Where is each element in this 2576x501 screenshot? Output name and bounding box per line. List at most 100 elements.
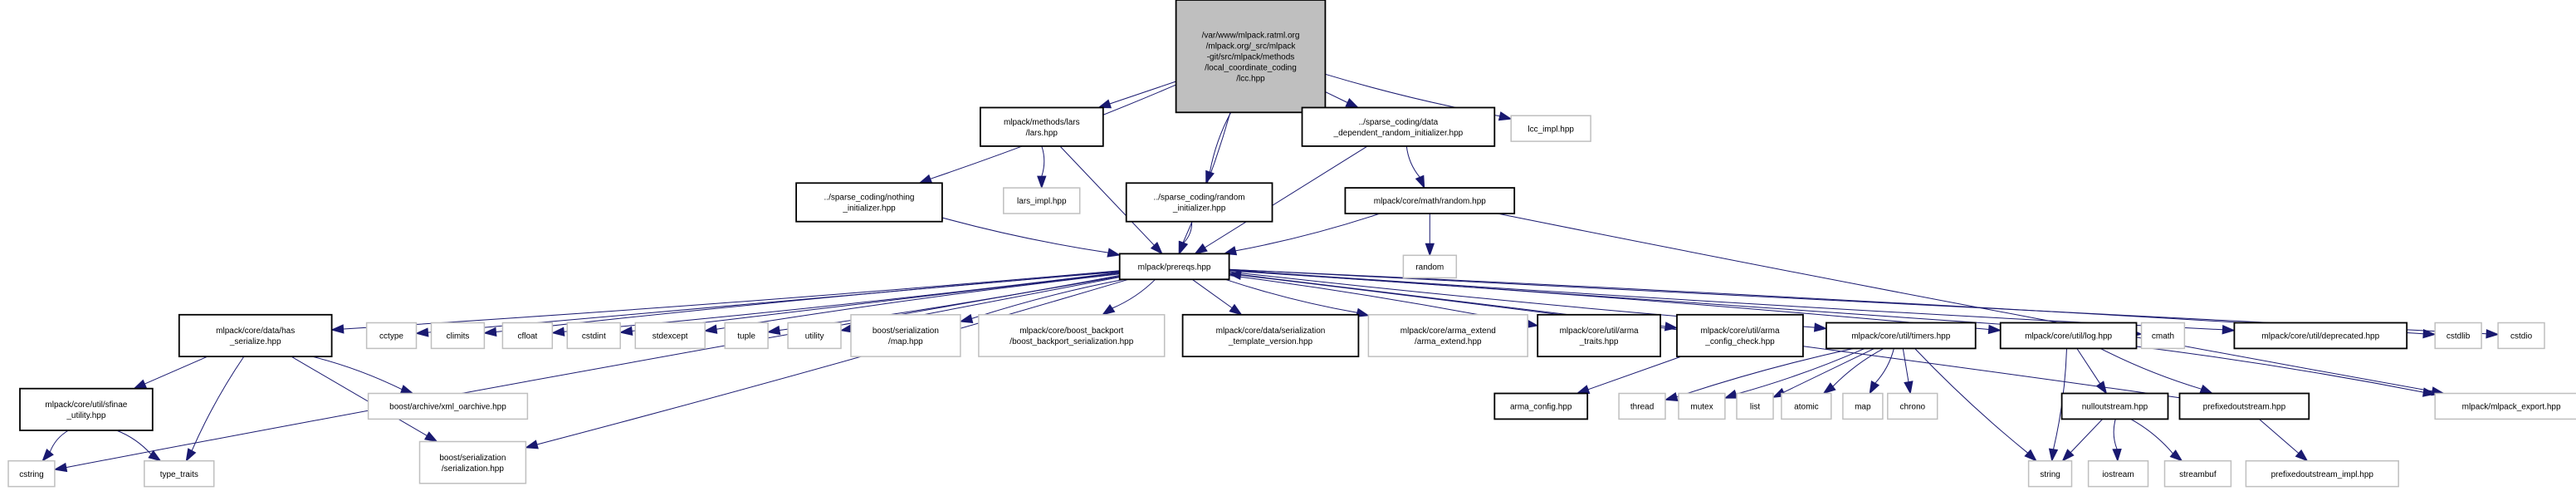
edge-line xyxy=(536,278,1129,445)
arrowhead-icon xyxy=(2295,449,2309,462)
edge-lars-to-prereqs xyxy=(1059,145,1163,255)
node-label: -git/src/mlpack/methods xyxy=(1207,52,1295,61)
node-box xyxy=(2087,459,2149,488)
arrowhead-icon xyxy=(703,324,718,334)
node-has-serialize[interactable]: mlpack/core/data/has_serialize.hpp xyxy=(178,313,333,357)
arrowhead-icon xyxy=(2061,449,2075,462)
node-root[interactable]: /var/www/mlpack.ratml.org/mlpack.org/_sr… xyxy=(1175,0,1327,114)
arrowhead-icon xyxy=(550,327,565,336)
node-label: cstdio xyxy=(2510,332,2533,341)
node-mlpack-export: mlpack/mlpack_export.hpp xyxy=(2434,392,2576,420)
node-label: /lcc.hpp xyxy=(1236,74,1265,83)
node-label: map xyxy=(1855,403,1871,412)
edge-root-to-ddr_init xyxy=(1325,91,1360,109)
node-box xyxy=(2434,392,2576,420)
node-label: mlpack/core/data/serialization xyxy=(1216,327,1326,336)
edge-timers-to-map xyxy=(1869,348,1894,395)
node-label: boost/serialization xyxy=(439,454,506,463)
nodes-layer: /var/www/mlpack.ratml.org/mlpack.org/_sr… xyxy=(7,0,2576,488)
node-box xyxy=(2245,459,2399,488)
node-label: climits xyxy=(447,332,470,341)
edge-line xyxy=(191,356,245,451)
arrowhead-icon xyxy=(1723,389,1738,399)
arrowhead-icon xyxy=(185,448,197,462)
node-label: /boost_backport_serialization.hpp xyxy=(1009,337,1133,346)
node-timers[interactable]: mlpack/core/util/timers.hpp xyxy=(1825,322,1977,350)
edge-line xyxy=(1405,145,1420,178)
arrowhead-icon xyxy=(133,379,148,390)
edge-sfinae-to-cstring xyxy=(42,430,69,462)
node-lars[interactable]: mlpack/methods/lars/lars.hpp xyxy=(980,106,1104,147)
node-label: mlpack/core/util/arma xyxy=(1560,327,1639,336)
node-math-random[interactable]: mlpack/core/math/random.hpp xyxy=(1344,187,1516,214)
edge-line xyxy=(312,356,403,390)
edge-ddr_init-to-math_random xyxy=(1405,145,1425,189)
node-xml-oarchive: boost/archive/xml_oarchive.hpp xyxy=(367,392,529,420)
edge-timers-to-string xyxy=(1914,348,2037,462)
node-label: lcc_impl.hpp xyxy=(1528,125,1574,134)
node-label: mlpack/mlpack_export.hpp xyxy=(2462,403,2561,412)
node-label: nulloutstream.hpp xyxy=(2082,403,2148,412)
node-label: mlpack/core/data/has xyxy=(216,327,295,336)
node-label: mutex xyxy=(1690,403,1713,412)
arrowhead-icon xyxy=(2024,449,2037,462)
node-random-init[interactable]: ../sparse_coding/random_initializer.hpp xyxy=(1125,182,1273,223)
edge-line xyxy=(116,430,152,455)
arrowhead-icon xyxy=(1097,99,1112,109)
node-boost-serialization: boost/serialization/serialization.hpp xyxy=(418,440,527,484)
edge-prereqs-to-climits xyxy=(482,271,1120,337)
edge-timers-to-mutex xyxy=(1723,347,1865,399)
edge-nulloutstream-to-iostream xyxy=(2112,419,2122,463)
node-label: mlpack/core/arma_extend xyxy=(1400,327,1496,336)
node-arma-traits[interactable]: mlpack/core/util/arma_traits.hpp xyxy=(1537,313,1661,357)
node-nothing-init[interactable]: ../sparse_coding/nothing_initializer.hpp xyxy=(795,182,943,223)
arrowhead-icon xyxy=(1223,246,1238,256)
edge-math_random-to-mlpack_export xyxy=(1497,213,2446,396)
node-prereqs[interactable]: mlpack/prereqs.hpp xyxy=(1118,253,1230,281)
node-arma-config-check[interactable]: mlpack/core/util/arma_config_check.hpp xyxy=(1676,313,1804,357)
edge-line xyxy=(1875,348,1894,384)
node-prefixedoutstream[interactable]: prefixedoutstream.hpp xyxy=(2178,392,2310,420)
node-streambuf: streambuf xyxy=(2163,459,2232,488)
edge-line xyxy=(1182,112,1231,243)
edge-line xyxy=(49,430,69,453)
node-stdexcept: stdexcept xyxy=(634,322,706,350)
edge-nulloutstream-to-string xyxy=(2061,419,2104,462)
node-label: /var/www/mlpack.ratml.org xyxy=(1202,31,1300,40)
node-label: prefixedoutstream_impl.hpp xyxy=(2271,470,2374,479)
node-cmath: cmath xyxy=(2140,322,2186,350)
node-box xyxy=(787,322,842,350)
node-label: tuple xyxy=(737,332,755,341)
node-box xyxy=(1367,314,1528,357)
node-ser-template[interactable]: mlpack/core/data/serialization_template_… xyxy=(1181,313,1360,357)
edge-random_init-to-prereqs xyxy=(1179,221,1193,255)
node-label: mlpack/core/math/random.hpp xyxy=(1374,197,1487,206)
node-box xyxy=(2233,322,2408,350)
node-boost-backport: mlpack/core/boost_backport/boost_backpor… xyxy=(978,314,1166,357)
node-label: streambuf xyxy=(2179,470,2217,479)
node-ddr-init[interactable]: ../sparse_coding/data_dependent_random_i… xyxy=(1301,106,1496,147)
node-box xyxy=(1510,115,1591,142)
edge-arma_config_check-to-arma_config xyxy=(1576,356,1682,394)
node-log[interactable]: mlpack/core/util/log.hpp xyxy=(1999,322,2138,350)
node-arma-config[interactable]: arma_config.hpp xyxy=(1493,392,1589,420)
arrowhead-icon xyxy=(1150,241,1163,255)
node-label: _initializer.hpp xyxy=(1172,204,1226,214)
edge-line xyxy=(1736,347,1865,395)
node-nulloutstream[interactable]: nulloutstream.hpp xyxy=(2060,392,2169,420)
node-label: _dependent_random_initializer.hpp xyxy=(1333,129,1464,138)
node-label: thread xyxy=(1630,403,1654,412)
node-deprecated[interactable]: mlpack/core/util/deprecated.hpp xyxy=(2233,322,2408,350)
node-box xyxy=(724,322,769,350)
node-label: mlpack/methods/lars xyxy=(1004,118,1080,127)
node-label: boost/archive/xml_oarchive.hpp xyxy=(389,403,506,412)
node-label: /mlpack.org/_src/mlpack xyxy=(1206,42,1297,51)
node-sfinae[interactable]: mlpack/core/util/sfinae_utility.hpp xyxy=(19,387,154,431)
node-box xyxy=(1676,313,1804,357)
node-box xyxy=(7,459,56,488)
node-label: mlpack/core/util/log.hpp xyxy=(2025,332,2112,341)
node-label: cfloat xyxy=(517,332,537,341)
node-cstdint: cstdint xyxy=(566,322,621,350)
edge-line xyxy=(1587,356,1682,390)
arrowhead-icon xyxy=(1037,175,1047,189)
